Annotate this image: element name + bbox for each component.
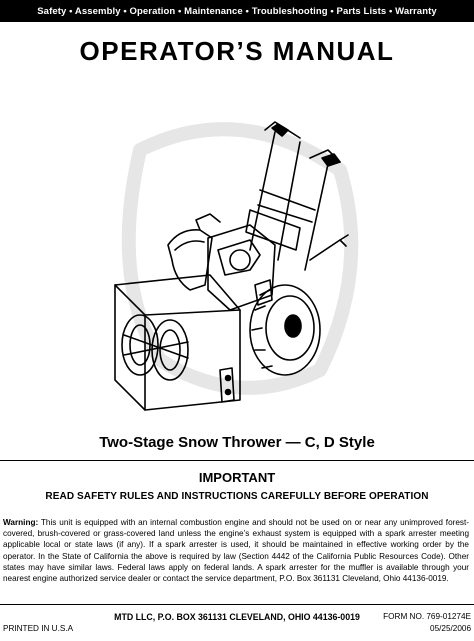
form-date: 05/25/2006: [430, 624, 471, 633]
banner-text: Safety • Assembly • Operation • Maintena…: [37, 5, 437, 17]
warning-paragraph: Warning: This unit is equipped with an i…: [3, 517, 469, 584]
warning-label: Warning:: [3, 518, 39, 527]
printed-in: PRINTED IN U.S.A: [3, 624, 74, 633]
divider: [0, 460, 474, 461]
top-banner: Safety • Assembly • Operation • Maintena…: [0, 0, 474, 22]
read-safety-instruction: READ SAFETY RULES AND INSTRUCTIONS CAREF…: [45, 491, 429, 502]
form-number: FORM NO. 769-01274E: [383, 612, 471, 621]
mtd-address: MTD LLC, P.O. BOX 361131 CLEVELAND, OHIO…: [114, 612, 360, 622]
snow-thrower-illustration-icon: [100, 110, 380, 420]
product-title: Two-Stage Snow Thrower — C, D Style: [99, 434, 375, 451]
warning-text: This unit is equipped with an internal c…: [3, 518, 469, 584]
important-heading: IMPORTANT: [198, 470, 276, 485]
divider: [0, 604, 474, 605]
page-title: OPERATOR’S MANUAL: [79, 36, 395, 66]
